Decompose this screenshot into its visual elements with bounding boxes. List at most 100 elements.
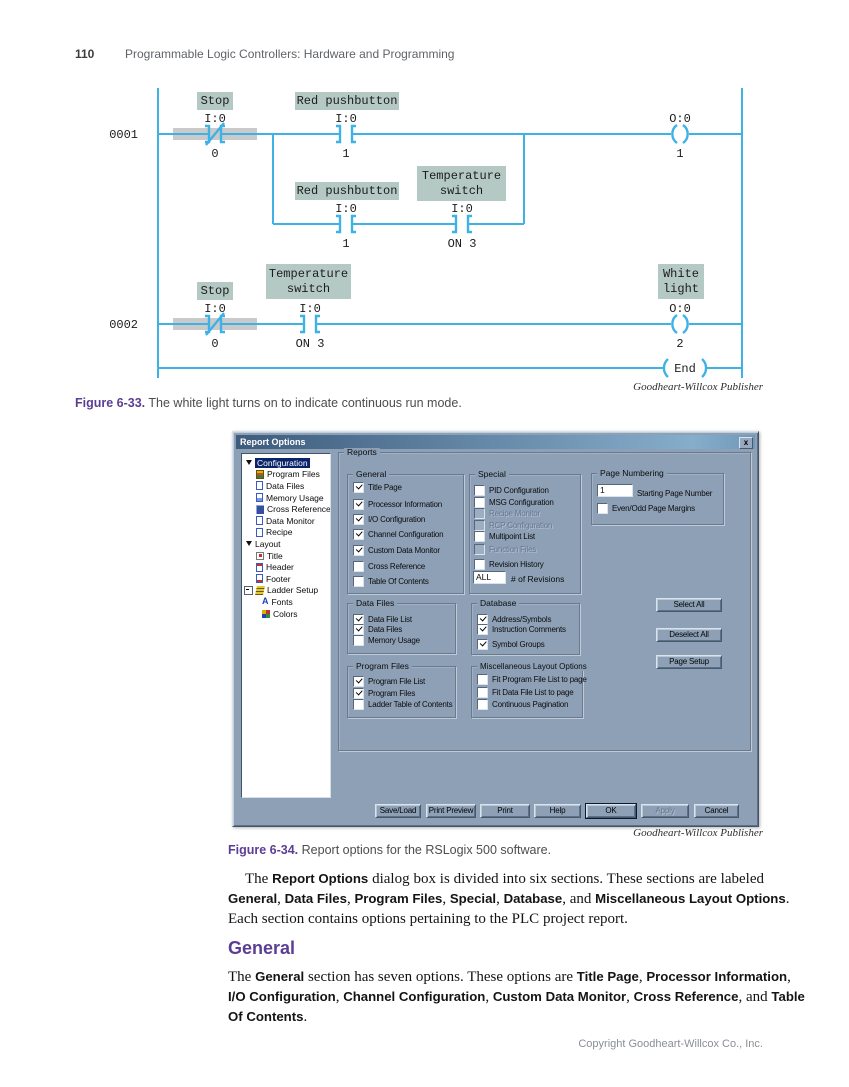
tree-item-title[interactable]: Title [242, 550, 330, 562]
dialog-titlebar[interactable]: Report Options x [236, 435, 755, 449]
checkbox-icon [474, 543, 485, 555]
tree-item-layout[interactable]: Layout [242, 538, 330, 550]
tree-item-data-files[interactable]: Data Files [242, 480, 330, 492]
checkbox-table-of-contents[interactable]: Table Of Contents [353, 575, 429, 587]
checkbox-msg-configuration[interactable]: MSG Configuration [474, 496, 554, 508]
checkbox-fit-program-file-list[interactable]: Fit Program File List to page [477, 673, 587, 685]
checkbox-program-file-list[interactable]: Program File List [353, 675, 425, 687]
checkbox-symbol-groups[interactable]: Symbol Groups [477, 638, 545, 650]
print-preview-button[interactable]: Print Preview [426, 804, 476, 818]
save-load-button[interactable]: Save/Load [375, 804, 421, 818]
revisions-input[interactable]: ALL [473, 571, 506, 584]
starting-page-number-input[interactable]: 1 [597, 484, 633, 497]
checkbox-revision-history[interactable]: Revision History [474, 558, 544, 570]
checkbox-program-files[interactable]: Program Files [353, 687, 415, 699]
ladder-icon [255, 585, 265, 595]
tag-stop-rung2: Stop [197, 282, 233, 300]
checkbox-icon[interactable] [353, 498, 364, 510]
tree-item-colors[interactable]: Colors [242, 608, 330, 620]
footer-icon [256, 574, 263, 584]
misc-layout-group: Miscellaneous Layout Options [471, 662, 590, 718]
figure-33-caption: Figure 6-33. The white light turns on to… [75, 396, 462, 410]
checkbox-icon[interactable] [474, 530, 485, 542]
special-group: Special [469, 470, 581, 594]
checkbox-icon[interactable] [353, 623, 364, 635]
checkbox-memory-usage[interactable]: Memory Usage [353, 634, 420, 646]
contact-red-pushbutton-rung1 [336, 124, 356, 144]
revisions-label: # of Revisions [511, 574, 565, 584]
tree-item-program-files[interactable]: Program Files [242, 469, 330, 481]
checkbox-icon[interactable] [353, 560, 364, 572]
checkbox-title-page[interactable]: Title Page [353, 481, 402, 493]
collapse-expander-icon[interactable] [244, 585, 253, 595]
checkbox-custom-data-monitor[interactable]: Custom Data Monitor [353, 544, 440, 556]
checkbox-data-file-list[interactable]: Data File List [353, 613, 412, 625]
bit-label: 1 [342, 237, 349, 251]
checkbox-address-symbols[interactable]: Address/Symbols [477, 613, 551, 625]
checkbox-icon[interactable] [353, 698, 364, 710]
checkbox-icon[interactable] [474, 496, 485, 508]
tree-item-cross-reference[interactable]: Cross Reference [242, 503, 330, 515]
paragraph-line: Each section contains options pertaining… [228, 911, 628, 927]
checkbox-icon[interactable] [353, 544, 364, 556]
address-label: I:0 [451, 202, 473, 216]
report-tree-panel[interactable]: Configuration Program Files Data Files M… [241, 453, 331, 798]
checkbox-icon[interactable] [353, 687, 364, 699]
checkbox-function-files: Function Files [474, 543, 536, 555]
tree-item-ladder-setup[interactable]: Ladder Setup [242, 585, 330, 597]
checkbox-icon[interactable] [353, 634, 364, 646]
copyright-notice: Copyright Goodheart-Willcox Co., Inc. [578, 1038, 763, 1050]
checkbox-ladder-table-of-contents[interactable]: Ladder Table of Contents [353, 698, 453, 710]
checkbox-icon[interactable] [477, 623, 488, 635]
checkbox-icon[interactable] [474, 558, 485, 570]
deselect-all-button[interactable]: Deselect All [656, 628, 722, 642]
header-icon [256, 562, 263, 572]
checkbox-fit-data-file-list[interactable]: Fit Data File List to page [477, 686, 574, 698]
select-all-button[interactable]: Select All [656, 598, 722, 612]
tree-item-recipe[interactable]: Recipe [242, 527, 330, 539]
checkbox-icon[interactable] [474, 484, 485, 496]
checkbox-icon[interactable] [353, 481, 364, 493]
ok-button[interactable]: OK [586, 804, 636, 818]
cancel-button[interactable]: Cancel [694, 804, 739, 818]
checkbox-icon[interactable] [477, 638, 488, 650]
checkbox-icon[interactable] [477, 698, 488, 710]
end-label: End [674, 362, 696, 376]
checkbox-icon[interactable] [353, 575, 364, 587]
help-button[interactable]: Help [534, 804, 581, 818]
checkbox-pid-configuration[interactable]: PID Configuration [474, 484, 549, 496]
publisher-credit: Goodheart-Willcox Publisher [633, 827, 763, 839]
checkbox-icon[interactable] [353, 513, 364, 525]
checkbox-processor-information[interactable]: Processor Information [353, 498, 442, 510]
print-button[interactable]: Print [480, 804, 530, 818]
page-setup-button[interactable]: Page Setup [656, 655, 722, 669]
checkbox-multipoint-list[interactable]: Multipoint List [474, 530, 535, 542]
checkbox-cross-reference[interactable]: Cross Reference [353, 560, 425, 572]
checkbox-continuous-pagination[interactable]: Continuous Pagination [477, 698, 569, 710]
checkbox-data-files[interactable]: Data Files [353, 623, 402, 635]
close-icon[interactable]: x [739, 437, 753, 449]
page-numbering-group: Page Numbering [591, 469, 724, 525]
checkbox-icon[interactable] [353, 675, 364, 687]
cross-reference-icon [256, 504, 264, 514]
running-head: Programmable Logic Controllers: Hardware… [125, 47, 455, 61]
checkbox-instruction-comments[interactable]: Instruction Comments [477, 623, 566, 635]
title-icon [256, 551, 264, 560]
contact-stop-rung2-nc-slash [205, 312, 225, 336]
tree-item-memory-usage[interactable]: Memory Usage [242, 492, 330, 504]
tree-item-data-monitor[interactable]: Data Monitor [242, 515, 330, 527]
tree-item-configuration[interactable]: Configuration [242, 457, 330, 469]
address-label: I:0 [299, 302, 321, 316]
checkbox-io-configuration[interactable]: I/O Configuration [353, 513, 425, 525]
tree-item-header[interactable]: Header [242, 561, 330, 573]
checkbox-even-odd-page-margins[interactable]: Even/Odd Page Margins [597, 502, 695, 514]
checkbox-icon[interactable] [477, 686, 488, 698]
checkbox-icon[interactable] [477, 673, 488, 685]
document-icon [256, 481, 263, 491]
checkbox-icon[interactable] [353, 528, 364, 540]
tree-item-footer[interactable]: Footer [242, 573, 330, 585]
checkbox-channel-configuration[interactable]: Channel Configuration [353, 528, 444, 540]
checkbox-icon[interactable] [597, 502, 608, 514]
